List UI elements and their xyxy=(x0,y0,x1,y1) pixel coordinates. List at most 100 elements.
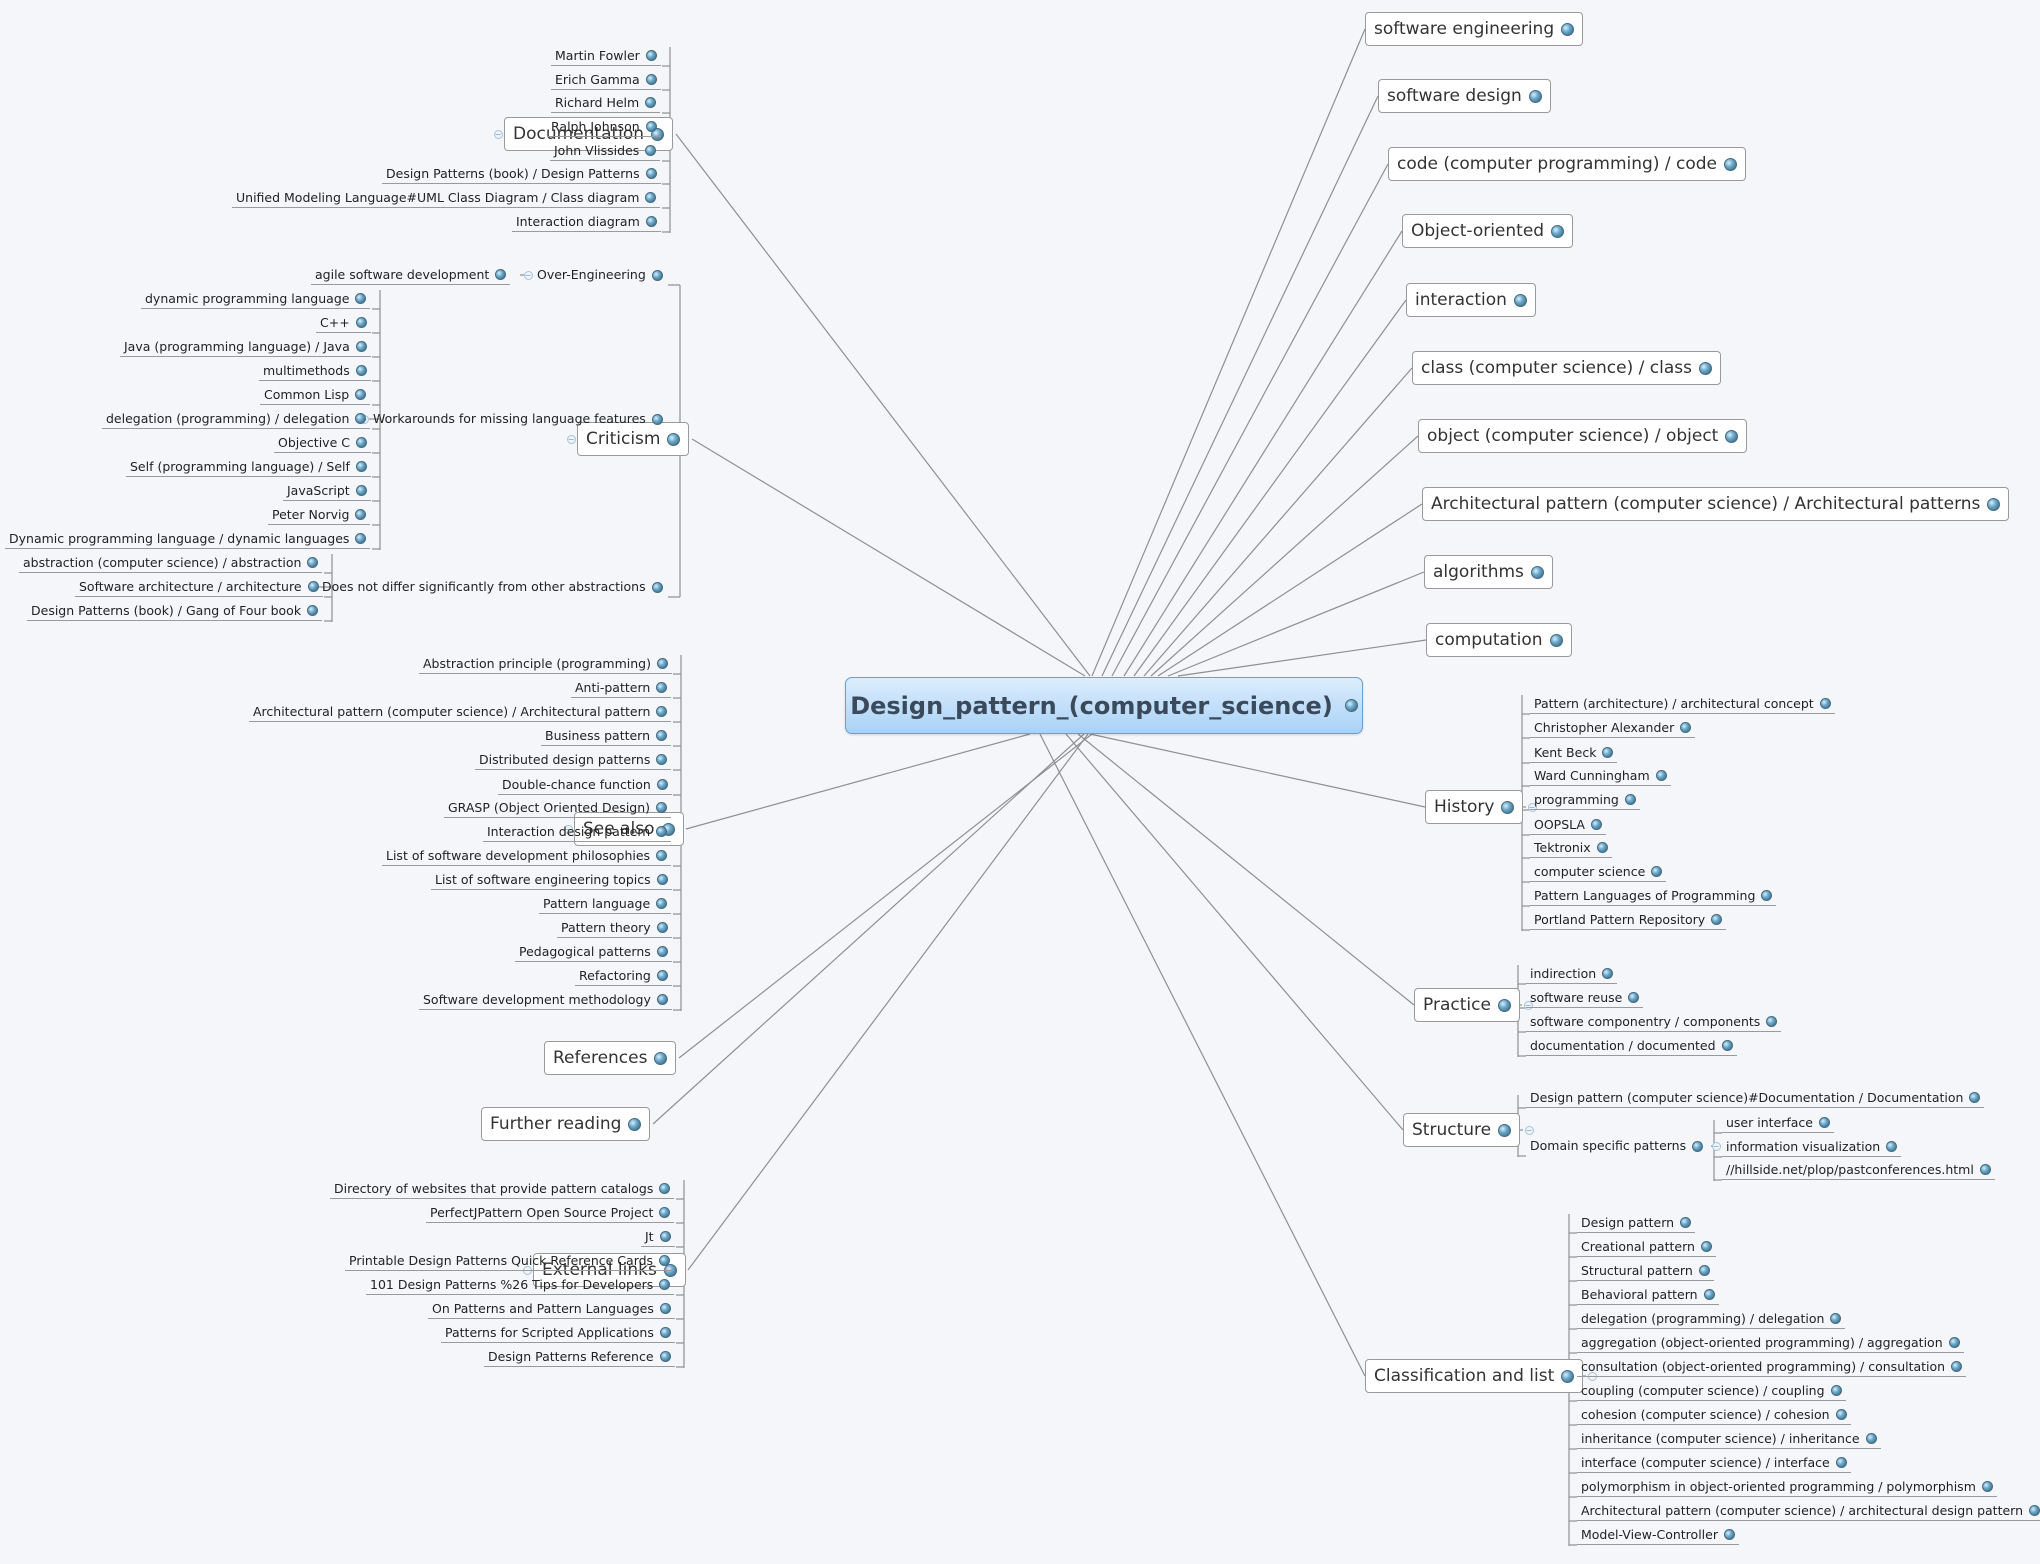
child-topic-list-of-software-engineering-topics[interactable]: List of software engineering topics xyxy=(431,870,672,890)
child-topic-erich-gamma[interactable]: Erich Gamma xyxy=(551,70,661,90)
child-topic-grasp-object-oriented-design[interactable]: GRASP (Object Oriented Design) xyxy=(444,798,672,818)
child-topic-list-of-software-development-philosophie[interactable]: List of software development philosophie… xyxy=(382,846,672,866)
child-topic-polymorphism-in-object-oriented-programm[interactable]: polymorphism in object-oriented programm… xyxy=(1577,1477,1997,1497)
child-topic-anti-pattern[interactable]: Anti-pattern xyxy=(571,678,672,698)
child-topic-on-patterns-and-pattern-languages[interactable]: On Patterns and Pattern Languages xyxy=(428,1299,675,1319)
child-topic-john-vlissides[interactable]: John Vlissides xyxy=(550,141,661,161)
collapse-toggle-icon[interactable]: − xyxy=(566,434,576,444)
child-topic-printable-design-patterns-quick-referenc[interactable]: Printable Design Patterns Quick Referenc… xyxy=(345,1251,675,1271)
main-topic-architectural-pattern-computer-science-a[interactable]: Architectural pattern (computer science)… xyxy=(1422,487,2010,521)
collapse-toggle-icon[interactable]: − xyxy=(1524,1125,1534,1135)
child-topic-abstraction-principle-programming[interactable]: Abstraction principle (programming) xyxy=(419,654,672,674)
child-topic-interaction-diagram[interactable]: Interaction diagram xyxy=(512,212,661,232)
grandchild-topic-dynamic-programming-language[interactable]: dynamic programming language xyxy=(141,289,371,309)
main-topic-criticism[interactable]: Criticism xyxy=(577,422,690,456)
child-topic-martin-fowler[interactable]: Martin Fowler xyxy=(551,46,661,66)
child-topic-unified-modeling-language-uml-class-diag[interactable]: Unified Modeling Language#UML Class Diag… xyxy=(232,188,661,208)
child-topic-architectural-pattern-computer-science-a[interactable]: Architectural pattern (computer science)… xyxy=(249,702,672,722)
main-topic-further-reading[interactable]: Further reading xyxy=(481,1107,651,1141)
main-topic-software-design[interactable]: software design xyxy=(1378,79,1551,113)
main-topic-code-computer-programming-code[interactable]: code (computer programming) / code xyxy=(1388,147,1747,181)
child-topic-coupling-computer-science-coupling[interactable]: coupling (computer science) / coupling xyxy=(1577,1381,1846,1401)
child-topic-software-componentry-components[interactable]: software componentry / components xyxy=(1526,1012,1782,1032)
child-topic-interface-computer-science-interface[interactable]: interface (computer science) / interface xyxy=(1577,1453,1851,1473)
grandchild-topic-c[interactable]: C++ xyxy=(316,313,371,333)
child-topic-design-patterns-book-design-patterns[interactable]: Design Patterns (book) / Design Patterns xyxy=(382,164,661,184)
grandchild-topic-javascript[interactable]: JavaScript xyxy=(283,481,371,501)
child-topic-indirection[interactable]: indirection xyxy=(1526,964,1618,984)
child-topic-pattern-language[interactable]: Pattern language xyxy=(539,894,672,914)
collapse-toggle-icon[interactable]: − xyxy=(563,824,573,834)
child-topic-directory-of-websites-that-provide-patte[interactable]: Directory of websites that provide patte… xyxy=(330,1179,675,1199)
child-topic-interaction-design-pattern[interactable]: Interaction design pattern xyxy=(483,822,672,842)
child-topic-delegation-programming-delegation[interactable]: delegation (programming) / delegation xyxy=(1577,1309,1846,1329)
child-topic-ward-cunningham[interactable]: Ward Cunningham xyxy=(1530,766,1671,786)
main-topic-classification-and-list[interactable]: Classification and list xyxy=(1365,1359,1584,1393)
child-topic-richard-helm[interactable]: Richard Helm xyxy=(551,93,661,113)
child-topic-jt[interactable]: Jt xyxy=(641,1227,675,1247)
grandchild-topic-self-programming-language-self[interactable]: Self (programming language) / Self xyxy=(126,457,371,477)
grandchild-topic-information-visualization[interactable]: information visualization xyxy=(1722,1137,1902,1157)
grandchild-topic-dynamic-programming-language-dynamic-lan[interactable]: Dynamic programming language / dynamic l… xyxy=(5,529,371,549)
grandchild-topic-peter-norvig[interactable]: Peter Norvig xyxy=(268,505,371,525)
child-topic-distributed-design-patterns[interactable]: Distributed design patterns xyxy=(475,750,672,770)
main-topic-object-computer-science-object[interactable]: object (computer science) / object xyxy=(1418,419,1748,453)
child-topic-software-development-methodology[interactable]: Software development methodology xyxy=(419,990,672,1010)
child-topic-computer-science[interactable]: computer science xyxy=(1530,862,1667,882)
main-topic-structure[interactable]: Structure xyxy=(1403,1113,1521,1147)
main-topic-documentation[interactable]: Documentation xyxy=(504,117,674,151)
collapse-toggle-icon[interactable]: − xyxy=(493,129,503,139)
child-topic-pattern-architecture-architectural-conce[interactable]: Pattern (architecture) / architectural c… xyxy=(1530,694,1835,714)
child-topic-software-reuse[interactable]: software reuse xyxy=(1526,988,1644,1008)
child-topic-design-patterns-reference[interactable]: Design Patterns Reference xyxy=(484,1347,675,1367)
child-topic-patterns-for-scripted-applications[interactable]: Patterns for Scripted Applications xyxy=(441,1323,675,1343)
child-topic-oopsla[interactable]: OOPSLA xyxy=(1530,815,1606,835)
child-topic-creational-pattern[interactable]: Creational pattern xyxy=(1577,1237,1716,1257)
grandchild-topic-user-interface[interactable]: user interface xyxy=(1722,1113,1834,1133)
child-topic-model-view-controller[interactable]: Model-View-Controller xyxy=(1577,1525,1739,1545)
child-topic-design-pattern-computer-science-document[interactable]: Design pattern (computer science)#Docume… xyxy=(1526,1088,1985,1108)
collapse-toggle-icon[interactable]: − xyxy=(1523,1000,1533,1010)
child-topic-perfectjpattern-open-source-project[interactable]: PerfectJPattern Open Source Project xyxy=(426,1203,675,1223)
central-topic[interactable]: Design_pattern_(computer_science) xyxy=(845,677,1363,734)
grandchild-topic-java-programming-language-java[interactable]: Java (programming language) / Java xyxy=(120,337,371,357)
grandchild-topic-multimethods[interactable]: multimethods xyxy=(259,361,371,381)
collapse-toggle-icon[interactable]: − xyxy=(1711,1141,1721,1151)
child-topic-behavioral-pattern[interactable]: Behavioral pattern xyxy=(1577,1285,1719,1305)
child-topic-portland-pattern-repository[interactable]: Portland Pattern Repository xyxy=(1530,910,1727,930)
child-topic-101-design-patterns-26-tips-for-develope[interactable]: 101 Design Patterns %26 Tips for Develop… xyxy=(366,1275,675,1295)
child-topic-christopher-alexander[interactable]: Christopher Alexander xyxy=(1530,718,1696,738)
child-topic-pattern-theory[interactable]: Pattern theory xyxy=(557,918,672,938)
main-topic-practice[interactable]: Practice xyxy=(1414,988,1520,1022)
child-topic-structural-pattern[interactable]: Structural pattern xyxy=(1577,1261,1714,1281)
main-topic-history[interactable]: History xyxy=(1425,790,1524,824)
grandchild-topic-objective-c[interactable]: Objective C xyxy=(274,433,371,453)
sub-topic-workarounds-for-missing-language-feature[interactable]: Workarounds for missing language feature… xyxy=(369,409,667,429)
child-topic-consultation-object-oriented-programming[interactable]: consultation (object-oriented programmin… xyxy=(1577,1357,1967,1377)
child-topic-design-pattern[interactable]: Design pattern xyxy=(1577,1213,1696,1233)
child-topic-programming[interactable]: programming xyxy=(1530,790,1640,810)
grandchild-topic-hillside-net-plop-pastconferences-html[interactable]: //hillside.net/plop/pastconferences.html xyxy=(1722,1160,1995,1180)
sub-topic-does-not-differ-significantly-from-other[interactable]: Does not differ significantly from other… xyxy=(318,577,667,597)
child-topic-kent-beck[interactable]: Kent Beck xyxy=(1530,743,1618,763)
child-topic-refactoring[interactable]: Refactoring xyxy=(575,966,672,986)
collapse-toggle-icon[interactable]: − xyxy=(523,270,533,280)
grandchild-topic-abstraction-computer-science-abstraction[interactable]: abstraction (computer science) / abstrac… xyxy=(19,553,323,573)
child-topic-aggregation-object-oriented-programming-[interactable]: aggregation (object-oriented programming… xyxy=(1577,1333,1964,1353)
child-topic-domain-specific-patterns[interactable]: Domain specific patterns xyxy=(1526,1136,1707,1156)
child-topic-business-pattern[interactable]: Business pattern xyxy=(541,726,672,746)
grandchild-topic-common-lisp[interactable]: Common Lisp xyxy=(260,385,371,405)
grandchild-topic-agile-software-development[interactable]: agile software development xyxy=(311,265,511,285)
child-topic-pedagogical-patterns[interactable]: Pedagogical patterns xyxy=(515,942,672,962)
main-topic-computation[interactable]: computation xyxy=(1426,623,1572,657)
main-topic-class-computer-science-class[interactable]: class (computer science) / class xyxy=(1412,351,1721,385)
main-topic-object-oriented[interactable]: Object-oriented xyxy=(1402,214,1574,248)
main-topic-algorithms[interactable]: algorithms xyxy=(1424,555,1553,589)
grandchild-topic-software-architecture-architecture[interactable]: Software architecture / architecture xyxy=(75,577,323,597)
child-topic-double-chance-function[interactable]: Double-chance function xyxy=(498,775,672,795)
child-topic-inheritance-computer-science-inheritance[interactable]: inheritance (computer science) / inherit… xyxy=(1577,1429,1881,1449)
grandchild-topic-design-patterns-book-gang-of-four-book[interactable]: Design Patterns (book) / Gang of Four bo… xyxy=(27,601,323,621)
collapse-toggle-icon[interactable]: − xyxy=(1527,802,1537,812)
child-topic-pattern-languages-of-programming[interactable]: Pattern Languages of Programming xyxy=(1530,886,1777,906)
sub-topic-over-engineering[interactable]: Over-Engineering xyxy=(533,265,667,285)
